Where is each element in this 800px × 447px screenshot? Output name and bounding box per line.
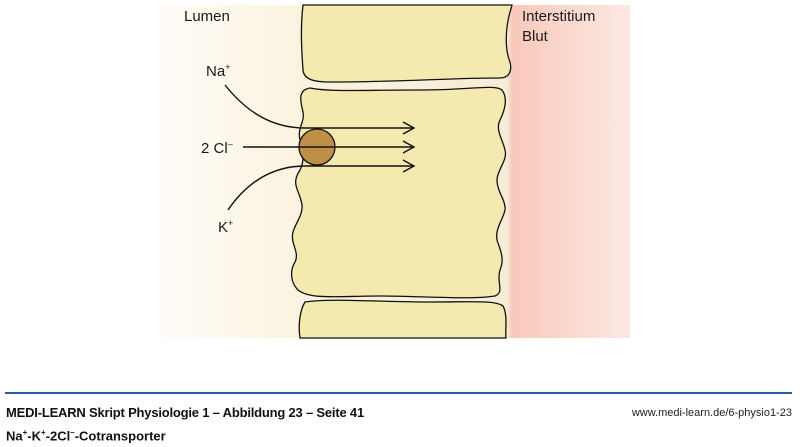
figure-source-title: MEDI-LEARN Skript Physiologie 1 – Abbild… [6,405,364,420]
figure-url[interactable]: www.medi-learn.de/6-physio1-23 [631,407,792,419]
ion-arrows [224,84,416,211]
cotransporter-diagram: Lumen Interstitium Blut Na+ 2 Cl– K+ [158,4,630,339]
label-k: K+ [218,218,233,236]
label-interstitium: Interstitium [522,8,595,25]
figure-caption: Na+-K+-2Cl–-Cotransporter [6,428,166,444]
epithelial-cell-top [300,4,513,83]
epithelial-cell-bottom [298,299,507,339]
label-blut: Blut [522,28,549,45]
footer-divider [5,392,792,394]
k-arrow [227,165,414,211]
epithelial-cell-middle [290,86,507,299]
label-na: Na+ [206,62,230,80]
label-cl: 2 Cl– [201,139,233,157]
na-arrow [224,84,414,129]
arrowheads [402,121,416,173]
label-lumen: Lumen [184,8,230,25]
